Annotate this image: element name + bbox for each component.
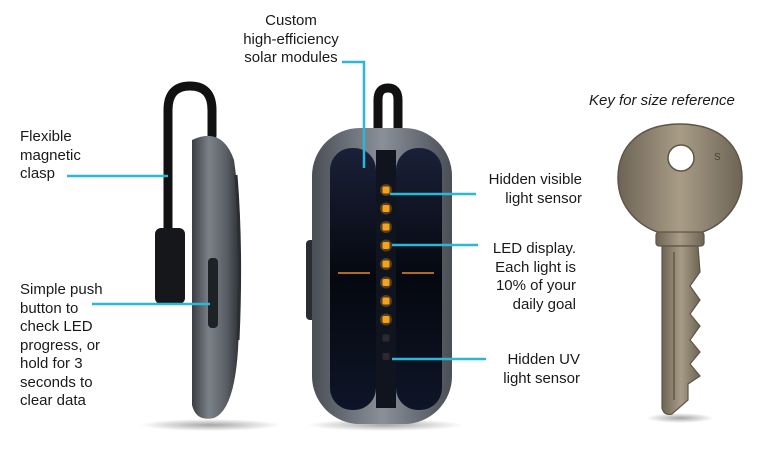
led-display [380,184,392,360]
led-light-off [382,353,390,360]
label-clasp: Flexible magnetic clasp [20,128,120,184]
label-solar-modules-text: Custom high-efficiency solar modules [243,12,339,66]
label-uv-sensor-text: Hidden UV light sensor [503,351,580,387]
led-light-on [382,242,390,249]
label-push-button-text: Simple push button to check LED progress… [20,281,103,409]
label-push-button: Simple push button to check LED progress… [20,281,130,411]
label-visible-sensor: Hidden visible light sensor [468,171,582,208]
label-uv-sensor: Hidden UV light sensor [480,351,580,388]
led-light-on [382,223,390,231]
solar-panel-right [396,148,442,410]
label-led-display-text: LED display. Each light is 10% of your d… [492,240,576,313]
clasp-loop [163,81,217,255]
led-light-on [382,316,390,323]
led-light-on [382,186,390,194]
side-panel-edge [234,174,242,341]
device-front-view [306,83,463,431]
label-visible-sensor-text: Hidden visible light sensor [488,171,582,207]
led-light-on [382,205,390,212]
solar-panel-left [330,148,376,410]
label-solar-modules: Custom high-efficiency solar modules [212,12,370,68]
led-light-on [382,297,390,305]
device-side-view [140,81,280,431]
side-push-button [208,258,218,328]
callout-lines [67,60,486,361]
front-clasp-loop [373,83,403,137]
clasp-block [155,228,185,304]
label-key-reference: Key for size reference [589,92,735,109]
callout-solar [342,60,366,168]
label-clasp-text: Flexible magnetic clasp [20,128,81,182]
label-led-display: LED display. Each light is 10% of your d… [470,240,576,314]
led-light-off [382,334,390,342]
led-light-on [382,279,390,286]
led-light-on [382,260,390,268]
svg-text:S: S [714,152,721,163]
key-icon: S [617,123,743,423]
